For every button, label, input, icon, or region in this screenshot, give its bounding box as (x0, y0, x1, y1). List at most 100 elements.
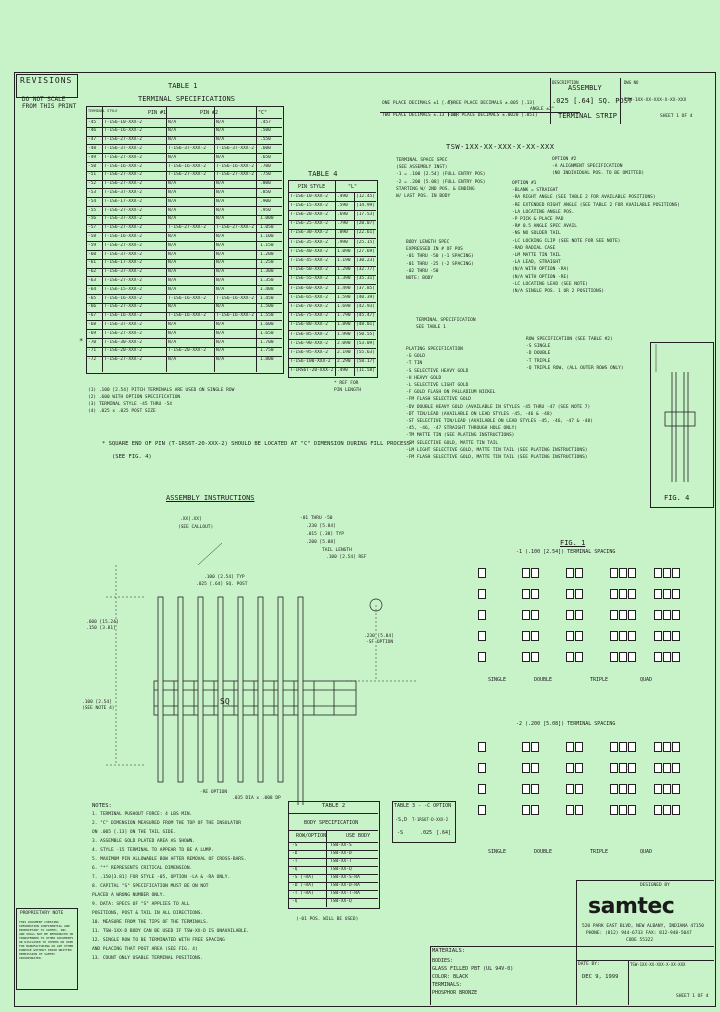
table1-cell-style: -58 (88, 233, 97, 239)
dwg-label: DWG NO (624, 80, 639, 85)
table4-row-line (288, 201, 376, 203)
table1-cell-c: .700 (260, 163, 271, 169)
company-address-2: PHONE: (812) 944-6733 FAX: 812-948-5047 (586, 931, 692, 936)
pn-plating-spec-line: -45, -46, -47 STRAIGHT THROUGH HOLE ONLY… (406, 426, 518, 432)
materials-3: COLOR: BLACK (432, 974, 469, 980)
table4-row-line (288, 348, 376, 350)
table4-footnote-2: PIN LENGTH (334, 388, 362, 393)
table4-cell-style: T-1RS6T-20-XXX-2 (290, 368, 334, 374)
pn-option2-line: -LC LOCATING LEAD (SEE NOTE) (512, 281, 588, 287)
table4-cell-mm: [25.15] (356, 239, 375, 245)
fig1-position (575, 568, 583, 578)
pn-option2-line: -RE EXTENDED RIGHT ANGLE (SEE TABLE 2 FO… (512, 202, 680, 208)
table4-row-line (288, 228, 376, 230)
table1-cell-pin2: N/A (216, 242, 225, 248)
pn-plating-spec-line: PLATING SPECIFICATION (406, 347, 463, 352)
table1-row-line (86, 302, 282, 304)
table1-cell-c: .650 (260, 154, 271, 160)
fig1-position (575, 589, 583, 599)
table1-row-line (86, 153, 282, 155)
table2-cell-body: TSW-XX-D-RA (330, 883, 360, 888)
table1-cell-c: 1.400 (260, 286, 274, 292)
note-item: 9. DATA: SPECS OF "S" APPLIES TO ALL (92, 902, 190, 907)
note-item: 4. STYLE -15 TERMINAL TO APPEAR TO BE A … (92, 848, 214, 853)
assembly-hole-label: .035 DIA x .008 DP (232, 796, 281, 801)
table1-cell-c: 1.450 (260, 295, 274, 301)
table1-cell-style: -72 (88, 357, 97, 363)
table1-cell-c: .550 (260, 137, 271, 143)
table2-cell-row: -T (-RA) (292, 891, 314, 896)
table4-cell-l: 1.490 (337, 285, 351, 291)
fig1-position (610, 763, 618, 773)
assembly-dimension-label: .015 [.38] TYP (306, 532, 344, 537)
fig1-bottom-label: TRIPLE (590, 849, 609, 855)
fig1-position (619, 805, 627, 815)
table4-cell-l: .490 (337, 368, 348, 374)
table1-cell-c: 1.700 (260, 339, 274, 345)
table1-cell-pin2: N/A (216, 304, 225, 310)
fig1-position (575, 742, 583, 752)
fig1-position (628, 742, 636, 752)
bottom-dwg-no: TSW-1XX-XX-XXX-X-XX-XXX (630, 962, 686, 967)
table2-row-line (288, 858, 378, 859)
table2-cell-row: -S (-RA) (292, 875, 314, 880)
table1-row-line (86, 258, 282, 260)
table1-cell-pin2: N/A (216, 330, 225, 336)
table1-cell-pin: T-1S6-16-XXX-2 (104, 233, 142, 239)
table1-cell-pin2: N/A (216, 181, 225, 187)
table1-cell-style: -54 (88, 198, 97, 204)
table4-cell-style: T-1S6-80-XXX-2 (290, 322, 328, 328)
fig1-position (628, 652, 636, 662)
description-line-1: ASSEMBLY (568, 84, 602, 92)
table1-row-line (86, 355, 282, 357)
description-label: DESCRIPTION (552, 80, 579, 85)
table1-cell-pin2: N/A (216, 357, 225, 363)
pn-option2-line: OPTION #1 (512, 181, 537, 186)
fig1-position (654, 589, 662, 599)
table1-cell-pin: T-1S6-27-XXX-2 (104, 154, 142, 160)
fig1-position (531, 784, 539, 794)
table3-row2-c: [.64] (436, 830, 452, 836)
assembly-dimension-label: (SEE NOTE 4) (82, 706, 115, 711)
table4-cell-style: T-1S6-85-XXX-2 (290, 331, 328, 337)
table1-cell-c: 1.750 (260, 348, 274, 354)
table1-cell-pin: T-1S6-27-XXX-2 (104, 137, 142, 143)
table2-row-line (288, 850, 378, 851)
pn-terminal-spacing-line: TERMINAL SPACE SPEC (396, 158, 448, 163)
fig1-position (566, 610, 574, 620)
table1-note-1: (1) .100 [2.54] PITCH TERMINALS ARE USED… (88, 388, 235, 393)
description-line-2: .025 [.64] SQ. POST (552, 97, 633, 105)
table3-row2-b: .025 (420, 830, 433, 836)
note-item: 2. "C" DIMENSION MEASURED FROM THE TOP O… (92, 821, 242, 826)
note-item: 12. SINGLE ROW TO BE TERMINATED WITH FRE… (92, 938, 225, 943)
table1-cell-style: -45 (88, 119, 97, 125)
table1-cell-pin1: N/A (168, 304, 177, 310)
table1-cell-pin1: N/A (168, 260, 177, 266)
table1-cell-style: -71 (88, 348, 97, 354)
note-item: PLACED A WRONG NUMBER ONLY. (92, 893, 166, 898)
table1-cell-c: 1.100 (260, 233, 274, 239)
fig1-position (610, 610, 618, 620)
fig1-position (522, 568, 530, 578)
table2-cell-row: -T (292, 859, 298, 864)
table4-cell-mm: [11.58] (356, 368, 375, 374)
note-item: 3. ASSEMBLE GOLD PLATED AREA AS SHOWN. (92, 839, 195, 844)
table1-asterisk: * (79, 337, 84, 345)
table1-cell-style: -51 (88, 172, 97, 178)
table1-cell-c: 1.550 (260, 313, 274, 319)
table1-col-pin1: PIN #1 (148, 110, 167, 116)
fig1-position (478, 610, 486, 620)
table2-row-line (288, 874, 378, 875)
pn-plating-spec-line: -H HEAVY GOLD (406, 375, 442, 381)
table1-cell-c: .800 (260, 181, 271, 187)
table1-cell-style: -50 (88, 163, 97, 169)
table1-subtitle: TERMINAL SPECIFICATIONS (138, 95, 235, 103)
fig1-position (654, 784, 662, 794)
table1-cell-pin1: N/A (168, 181, 177, 187)
table4-cell-style: T-1S6-35-XXX-2 (290, 239, 328, 245)
table4-cell-mm: [12.45] (356, 193, 375, 199)
table1-note-3: (3) TERMINAL STYLE -45 THRU -54 (88, 402, 172, 407)
assembly-dimension-label: .150 [3.81] (86, 626, 116, 631)
table4-cell-mm: [37.85] (356, 285, 375, 291)
pn-option2-line: -LA LOCATING ANGLE POS. (512, 209, 575, 215)
